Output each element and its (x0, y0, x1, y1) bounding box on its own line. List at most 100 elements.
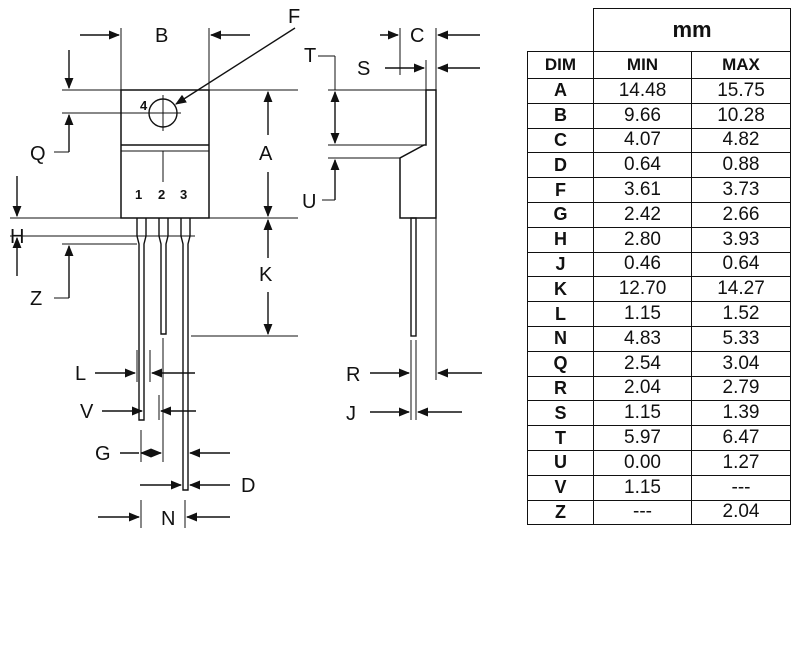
dim-cell: A (527, 78, 594, 104)
unit-header: mm (593, 8, 791, 52)
dim-label-l: L (75, 363, 86, 385)
dim-label-g: G (95, 443, 111, 465)
dim-label-f: F (288, 6, 300, 28)
dim-cell: J (527, 251, 594, 278)
leads (131, 218, 195, 491)
max-cell: 10.28 (691, 102, 791, 129)
max-cell: 5.33 (691, 325, 791, 352)
dim-cell: L (527, 301, 594, 327)
table-corner (527, 8, 594, 52)
dim-label-r: R (346, 364, 360, 386)
front-view: 4 1 2 3 B F Q (10, 6, 300, 530)
max-cell: 2.79 (691, 375, 791, 402)
dim-f-leader (175, 27, 296, 105)
dim-cell: D (527, 152, 594, 179)
max-cell: 2.66 (691, 201, 791, 228)
dim-cell: Z (527, 499, 594, 526)
min-cell: 5.97 (593, 425, 692, 451)
dim-label-d: D (241, 475, 255, 497)
dim-label-s: S (357, 58, 370, 80)
dim-cell: C (527, 127, 594, 154)
lead-3 (180, 218, 191, 491)
max-cell: 0.88 (691, 152, 791, 179)
dim-label-z: Z (30, 288, 42, 310)
pin-number-4: 4 (140, 98, 148, 113)
side-body (399, 89, 437, 219)
dim-cell: R (527, 375, 594, 402)
max-cell: 6.47 (691, 425, 791, 451)
max-cell: 3.73 (691, 177, 791, 203)
dim-cell: F (527, 177, 594, 203)
min-cell: 0.64 (593, 152, 692, 179)
column-header-max: MAX (691, 51, 791, 79)
min-cell: 4.07 (593, 127, 692, 154)
min-cell: 14.48 (593, 78, 692, 104)
dim-cell: H (527, 226, 594, 253)
dim-label-j: J (346, 403, 356, 425)
dim-label-t: T (304, 45, 316, 67)
dim-cell: S (527, 400, 594, 427)
max-cell: 1.39 (691, 400, 791, 427)
min-cell: 3.61 (593, 177, 692, 203)
min-cell: 2.42 (593, 201, 692, 228)
min-cell: --- (593, 499, 692, 526)
min-cell: 2.54 (593, 350, 692, 377)
min-cell: 2.04 (593, 375, 692, 402)
max-cell: 1.52 (691, 301, 791, 327)
dim-cell: Q (527, 350, 594, 377)
min-cell: 12.70 (593, 276, 692, 303)
package-outline-drawing: 4 1 2 3 B F Q (10, 6, 482, 530)
dim-cell: B (527, 102, 594, 129)
dim-cell: V (527, 474, 594, 501)
min-cell: 1.15 (593, 400, 692, 427)
max-cell: 3.93 (691, 226, 791, 253)
dim-label-k: K (259, 264, 273, 286)
column-header-dim: DIM (527, 51, 594, 79)
dim-cell: K (527, 276, 594, 303)
column-header-min: MIN (593, 51, 692, 79)
dim-cell: N (527, 325, 594, 352)
dim-label-c: C (410, 25, 424, 47)
max-cell: 1.27 (691, 449, 791, 476)
min-cell: 0.46 (593, 251, 692, 278)
dim-label-a: A (259, 143, 273, 165)
max-cell: 0.64 (691, 251, 791, 278)
pin-number-3: 3 (180, 187, 187, 202)
max-cell: 3.04 (691, 350, 791, 377)
dim-label-q: Q (30, 143, 46, 165)
dim-cell: T (527, 425, 594, 451)
min-cell: 4.83 (593, 325, 692, 352)
pin-number-2: 2 (158, 187, 165, 202)
max-cell: 4.82 (691, 127, 791, 154)
min-cell: 1.15 (593, 301, 692, 327)
dim-label-v: V (80, 401, 94, 423)
min-cell: 2.80 (593, 226, 692, 253)
lead-2 (158, 218, 169, 335)
min-cell: 1.15 (593, 474, 692, 501)
dim-label-h: H (10, 226, 24, 248)
lead-1 (136, 218, 147, 421)
pin-number-1: 1 (135, 187, 142, 202)
dim-cell: G (527, 201, 594, 228)
side-lead (410, 217, 417, 337)
dim-label-b: B (155, 25, 168, 47)
